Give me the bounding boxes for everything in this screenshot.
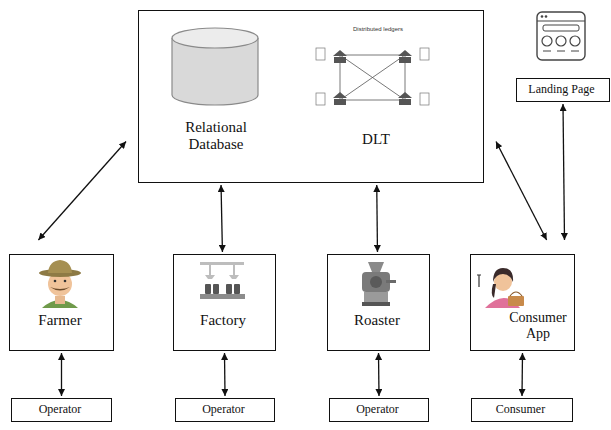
double-arrow [496, 141, 547, 240]
double-arrow [521, 353, 523, 396]
farmer-box: Farmer [9, 254, 114, 351]
webpage-icon [537, 12, 585, 60]
operator-box: Operator [11, 398, 112, 422]
node-label: Operator [12, 403, 108, 417]
node-label: Operator [330, 403, 425, 417]
node-label: DLT [356, 131, 396, 148]
ledger-network [340, 55, 405, 100]
ledger-nodes [333, 50, 412, 105]
node-label: Landing Page [517, 83, 606, 97]
node-label: Relational Database [166, 119, 266, 154]
node-label: Consumer App [505, 310, 571, 342]
database-cylinder [172, 28, 258, 105]
node-label: Roaster [328, 312, 426, 329]
double-arrow [221, 185, 222, 252]
roaster-box: Roaster [327, 254, 430, 351]
double-arrow [61, 353, 62, 396]
double-arrow [376, 185, 378, 252]
double-arrow [563, 104, 565, 240]
factory-icon [200, 262, 245, 299]
farmer-icon [39, 260, 81, 308]
node-label: Factory [174, 312, 272, 329]
double-arrow [38, 141, 126, 240]
roaster-icon [362, 262, 396, 306]
illustration-caption: Distributed ledgers [353, 26, 403, 32]
double-arrow [378, 353, 380, 396]
double-arrow [224, 353, 226, 396]
factory-box: Factory [173, 254, 276, 351]
operator-box: Operator [175, 398, 275, 422]
node-label: Farmer [10, 312, 110, 329]
operator-box: Operator [329, 398, 429, 422]
node-label: Operator [176, 403, 271, 417]
node-label: Consumer [472, 403, 569, 417]
consumer-box: Consumer [471, 398, 573, 422]
storage-box: Relational Database DLT [138, 10, 484, 183]
consumer-icon [477, 268, 524, 308]
consumer-app-box: Consumer App [470, 254, 575, 351]
ledger-documents [316, 48, 429, 105]
landing-page-box: Landing Page [516, 78, 610, 102]
